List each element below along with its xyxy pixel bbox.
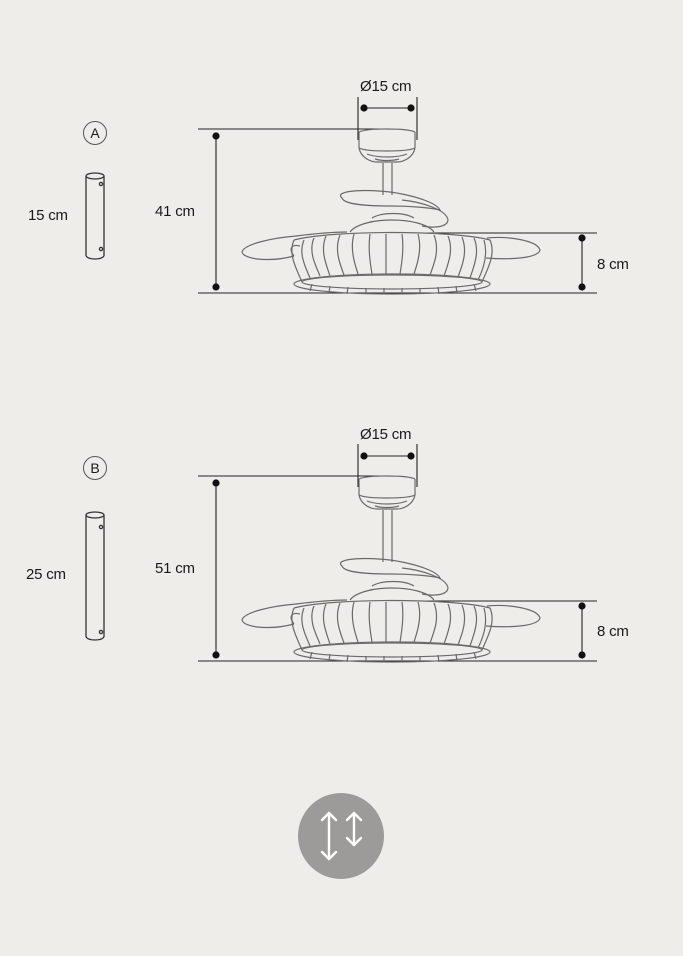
config-badge-b: B <box>83 456 107 480</box>
rod-drawing-a <box>85 172 105 260</box>
fan-drawing-a <box>241 128 541 295</box>
total-height-dimension-b <box>198 475 597 662</box>
double-arrow-icon <box>320 811 363 861</box>
body-height-label-b: 8 cm <box>597 623 629 640</box>
canopy-diameter-label-b: Ø15 cm <box>360 426 412 443</box>
body-height-dimension-b <box>415 600 597 655</box>
fan-drawing-b <box>241 475 541 663</box>
canopy-diameter-dimension-a <box>357 97 418 140</box>
rod-length-label-a: 15 cm <box>28 207 68 224</box>
config-badge-a: A <box>83 121 107 145</box>
total-height-label-a: 41 cm <box>155 203 195 220</box>
body-height-label-a: 8 cm <box>597 256 629 273</box>
total-height-dimension-a <box>198 128 597 294</box>
rod-drawing-b <box>85 511 105 641</box>
total-height-label-b: 51 cm <box>155 560 195 577</box>
body-height-dimension-a <box>415 232 597 287</box>
canopy-diameter-label-a: Ø15 cm <box>360 78 412 95</box>
canopy-diameter-dimension-b <box>357 444 418 487</box>
rod-length-label-b: 25 cm <box>26 566 66 583</box>
adjustable-height-icon <box>298 793 384 879</box>
